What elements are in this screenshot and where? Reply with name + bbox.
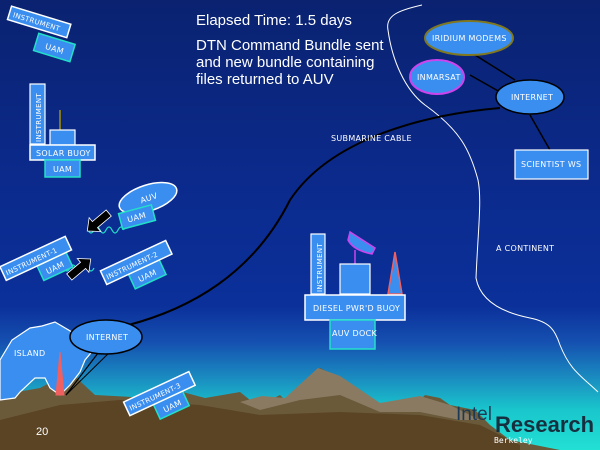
description-line-2: and new bundle containing bbox=[196, 54, 375, 71]
scientist-ws[interactable]: SCIENTIST WS bbox=[514, 149, 589, 180]
diesel-buoy[interactable]: INSTRUMENT DIESEL PWR'D BUOY AUV DOCK bbox=[304, 230, 406, 350]
auv-uam-box[interactable] bbox=[117, 203, 157, 231]
diesel-antenna-icon bbox=[387, 251, 403, 295]
internet-continent-label: INTERNET bbox=[511, 93, 553, 102]
uam-box[interactable] bbox=[32, 32, 77, 63]
logo-research: Research bbox=[495, 412, 595, 437]
instrument-3-box[interactable] bbox=[122, 370, 197, 417]
auv-dock-label: AUV DOCK bbox=[332, 329, 377, 338]
scientist-ws-label: SCIENTIST WS bbox=[521, 160, 581, 169]
island-antenna-icon bbox=[55, 351, 65, 396]
logo-intel: Intel bbox=[456, 404, 492, 425]
instrument-2-box[interactable] bbox=[99, 239, 174, 286]
continent-coastline bbox=[387, 4, 599, 393]
iridium-modems[interactable]: IRIDIUM MODEMS bbox=[424, 20, 514, 56]
page-number: 20 bbox=[36, 426, 49, 438]
instrument-box[interactable] bbox=[6, 5, 72, 39]
diesel-instrument-label: INSTRUMENT bbox=[316, 243, 324, 292]
inmarsat-ellipse[interactable] bbox=[409, 59, 465, 95]
iridium-internet-link bbox=[474, 54, 516, 81]
auv[interactable]: AUV bbox=[115, 176, 180, 219]
solar-buoy-cabin bbox=[49, 129, 76, 146]
diesel-buoy-box[interactable] bbox=[304, 294, 406, 321]
iridium-label: IRIDIUM MODEMS bbox=[432, 34, 507, 43]
arrow-to-auv-icon bbox=[66, 258, 92, 281]
instrument-1-box[interactable] bbox=[0, 235, 73, 282]
instrument-2[interactable]: UAM INSTRUMENT-2 bbox=[99, 239, 178, 299]
solar-buoy-label: SOLAR BUOY bbox=[36, 149, 91, 158]
inmarsat[interactable]: INMARSAT bbox=[409, 59, 465, 95]
solar-buoy[interactable]: INSTRUMENT SOLAR BUOY UAM bbox=[29, 83, 96, 178]
submarine-cable-label: SUBMARINE CABLE bbox=[331, 134, 412, 143]
internet-ellipse[interactable] bbox=[69, 319, 143, 355]
inmarsat-label: INMARSAT bbox=[417, 73, 461, 82]
mountain-highlight bbox=[240, 368, 480, 420]
instrument-1[interactable]: UAM INSTRUMENT-1 bbox=[0, 235, 78, 295]
solar-instrument-label: INSTRUMENT bbox=[35, 93, 43, 142]
diesel-buoy-label: DIESEL PWR'D BUOY bbox=[313, 304, 400, 313]
slide-heading: Elapsed Time: 1.5 days DTN Command Bundl… bbox=[196, 12, 384, 88]
auv-uam[interactable]: UAM bbox=[117, 203, 157, 231]
island-internet-link-2 bbox=[65, 347, 115, 396]
scientist-ws-box[interactable] bbox=[514, 149, 589, 180]
internet-label: INTERNET bbox=[86, 333, 128, 342]
diesel-buoy-cabin bbox=[339, 263, 371, 295]
logo-berkeley: Berkeley bbox=[494, 436, 533, 445]
solar-instrument-box[interactable] bbox=[29, 83, 46, 145]
instrument-3[interactable]: UAM INSTRUMENT-3 bbox=[122, 370, 202, 431]
arrow-to-instrument-1-icon bbox=[86, 209, 112, 232]
elapsed-time: Elapsed Time: 1.5 days bbox=[196, 12, 352, 29]
internet-node-continent[interactable]: INTERNET bbox=[495, 79, 565, 115]
iridium-ellipse[interactable] bbox=[424, 20, 514, 56]
submarine-cable bbox=[74, 107, 501, 336]
instrument-topleft[interactable]: UAM INSTRUMENT bbox=[1, 5, 80, 63]
internet-node-island[interactable]: INTERNET bbox=[69, 319, 143, 355]
diesel-instrument-box[interactable] bbox=[310, 233, 326, 295]
internet-scientist-link bbox=[529, 114, 551, 151]
solar-uam-box[interactable] bbox=[44, 159, 81, 178]
internet-continent-ellipse[interactable] bbox=[495, 79, 565, 115]
island-label: ISLAND bbox=[14, 349, 46, 358]
description-line-1: DTN Command Bundle sent bbox=[196, 37, 384, 54]
satellite-dish-icon bbox=[347, 230, 376, 255]
description-line-3: files returned to AUV bbox=[196, 71, 334, 88]
solar-uam-label: UAM bbox=[53, 165, 72, 174]
auv-dock-box[interactable] bbox=[329, 319, 376, 350]
inmarsat-internet-link bbox=[469, 74, 501, 93]
continent-label: A CONTINENT bbox=[496, 244, 554, 253]
